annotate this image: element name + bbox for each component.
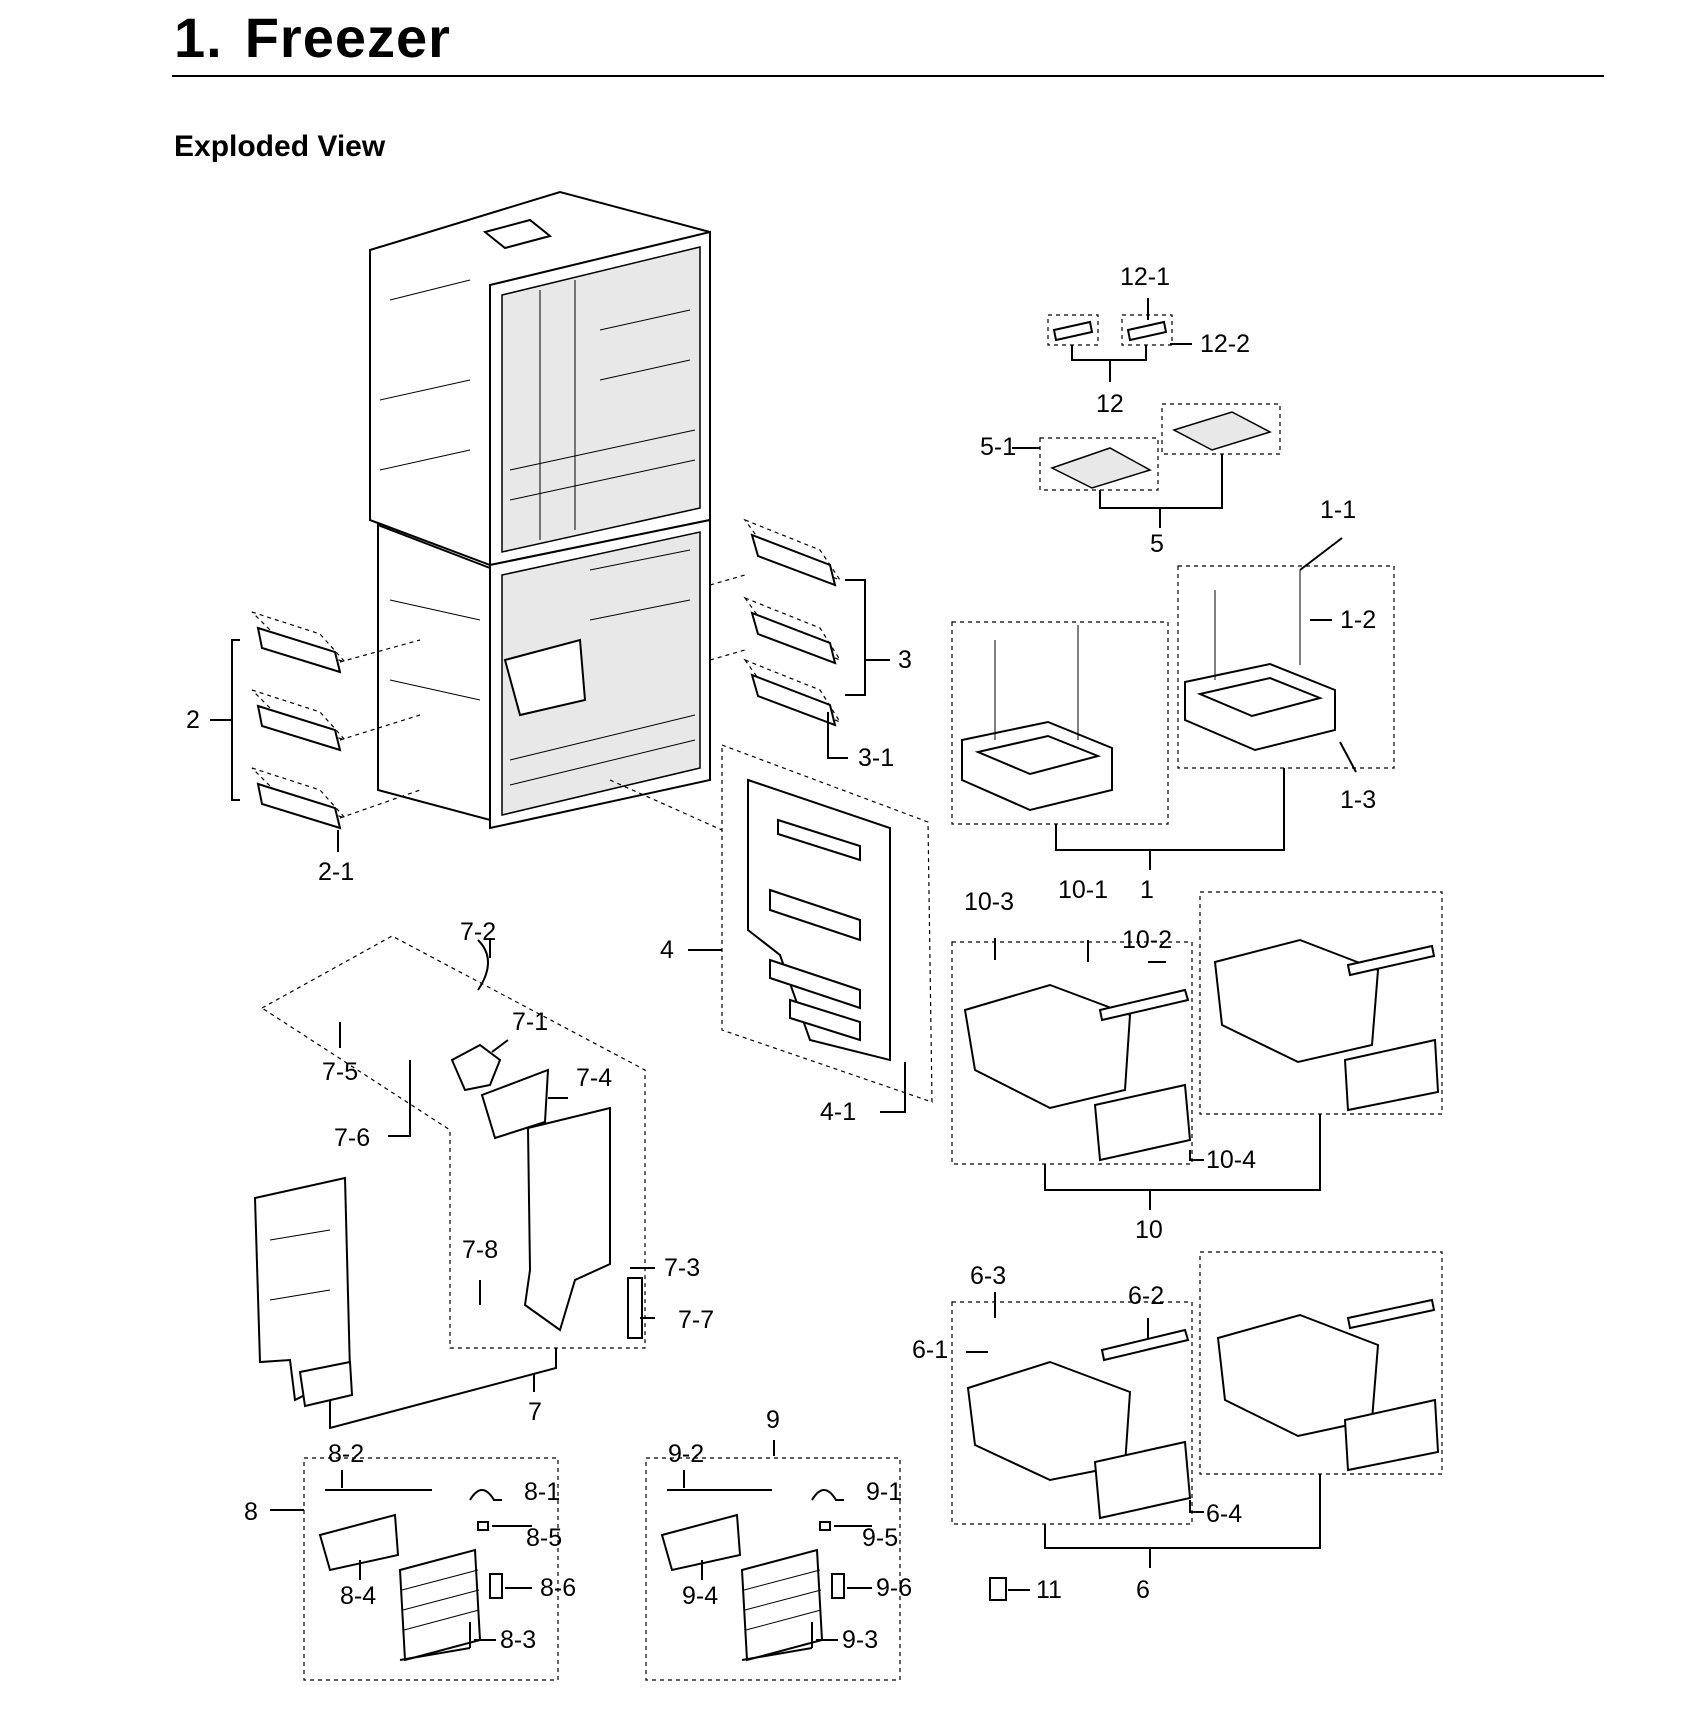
callout-6-1: 6-1 [912,1336,948,1364]
callout-1-1: 1-1 [1320,496,1356,524]
rail-assembly-left [210,611,421,852]
callout-2: 2 [186,706,200,734]
callout-1-3: 1-3 [1340,786,1376,814]
ice-tray-assembly [1012,403,1281,528]
callout-10-1: 10-1 [1058,876,1108,904]
callout-8-4: 8-4 [340,1582,376,1610]
callout-7-2: 7-2 [460,918,496,946]
callout-8-6: 8-6 [540,1574,576,1602]
section-title: Freezer [244,6,451,69]
callout-9: 9 [766,1406,780,1434]
callout-7-5: 7-5 [322,1058,358,1086]
callout-10-2: 10-2 [1122,926,1172,954]
callout-9-5: 9-5 [862,1524,898,1552]
callout-6-3: 6-3 [970,1262,1006,1290]
callout-5: 5 [1150,530,1164,558]
callout-10-4: 10-4 [1206,1146,1256,1174]
small-part-11 [989,1577,1030,1601]
callout-6: 6 [1136,1576,1150,1604]
callout-12-2: 12-2 [1200,330,1250,358]
callout-8-3: 8-3 [500,1626,536,1654]
callout-9-6: 9-6 [876,1574,912,1602]
callout-10: 10 [1135,1216,1163,1244]
freezer-cabinet [369,190,711,830]
callout-9-2: 9-2 [668,1440,704,1468]
callout-6-4: 6-4 [1206,1500,1242,1528]
evaporator-cover-assembly [253,935,655,1430]
callout-4-1: 4-1 [820,1098,856,1126]
callout-6-2: 6-2 [1128,1282,1164,1310]
shelf-assembly [951,537,1395,870]
callout-3-1: 3-1 [858,744,894,772]
subtitle: Exploded View [174,130,386,163]
rail-assembly-right [709,518,890,759]
callout-1: 1 [1140,876,1154,904]
callout-7-8: 7-8 [462,1236,498,1264]
callout-2-1: 2-1 [318,858,354,886]
evaporator-assembly-right [645,1440,901,1681]
callout-9-4: 9-4 [682,1582,718,1610]
callout-8-5: 8-5 [526,1524,562,1552]
callout-10-3: 10-3 [964,888,1014,916]
drawer-assembly-lower [951,1251,1443,1568]
callout-12-1: 12-1 [1120,263,1170,291]
callout-7-3: 7-3 [664,1254,700,1282]
drawer-assembly-upper [951,891,1443,1210]
callout-5-1: 5-1 [980,433,1016,461]
clip-assembly [1047,298,1192,382]
callout-11: 11 [1036,1576,1062,1604]
callout-12: 12 [1096,390,1124,418]
page-title: 1.Freezer [174,10,451,66]
callout-9-3: 9-3 [842,1626,878,1654]
callout-8-1: 8-1 [524,1478,560,1506]
callout-4: 4 [660,936,674,964]
callout-9-1: 9-1 [866,1478,902,1506]
evaporator-assembly-left [270,1457,559,1681]
section-number: 1. [174,6,223,69]
title-rule [172,75,1604,77]
callout-7-7: 7-7 [678,1306,714,1334]
callout-3: 3 [898,646,912,674]
callout-1-2: 1-2 [1340,606,1376,634]
callout-8-2: 8-2 [328,1440,364,1468]
callout-8: 8 [244,1498,258,1526]
callout-7-6: 7-6 [334,1124,370,1152]
callout-7-4: 7-4 [576,1064,612,1092]
callout-7: 7 [528,1398,542,1426]
center-panel [609,744,933,1113]
callout-7-1: 7-1 [512,1008,548,1036]
